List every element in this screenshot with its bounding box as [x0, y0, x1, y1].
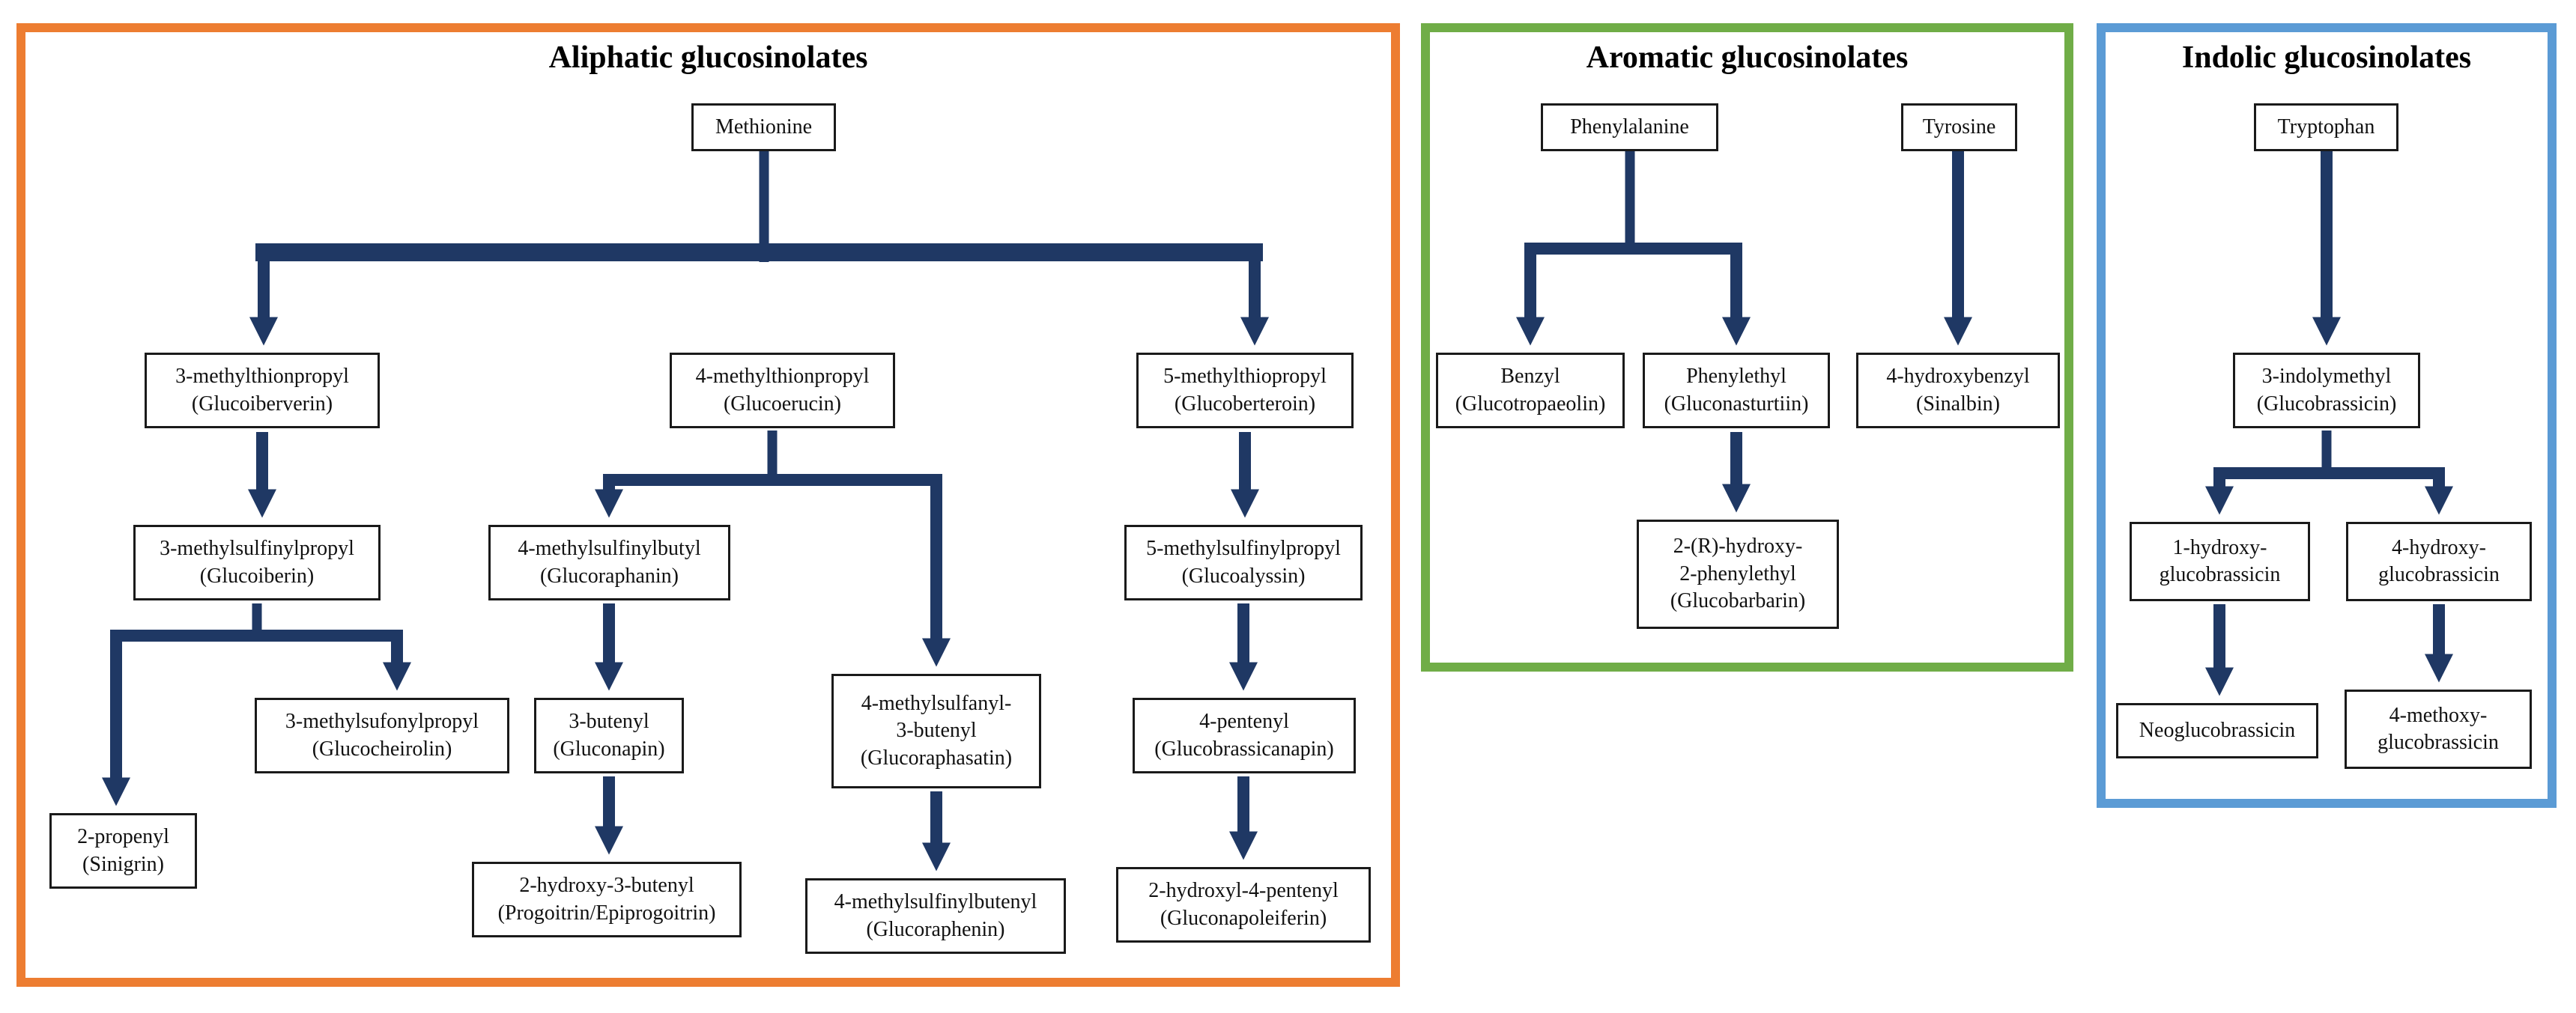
node-line: glucobrassicin [2378, 563, 2500, 586]
node-line: 5-methylthiopropyl [1163, 365, 1327, 389]
node-sinalbin: 4-hydroxybenzyl (Sinalbin) [1856, 353, 2060, 428]
node-tyrosine: Tyrosine [1901, 103, 2017, 151]
node-line: 3-methylsufonylpropyl [285, 710, 479, 734]
node-sinigrin: 2-propenyl (Sinigrin) [49, 813, 197, 889]
node-1-hydroxy-glucobrassicin: 1-hydroxy- glucobrassicin [2130, 522, 2310, 601]
node-gluconasturtiin: Phenylethyl (Gluconasturtiin) [1643, 353, 1830, 428]
node-4-hydroxy-glucobrassicin: 4-hydroxy- glucobrassicin [2346, 522, 2532, 601]
aromatic-connectors [1516, 151, 1972, 513]
node-phenylalanine: Phenylalanine [1541, 103, 1718, 151]
node-line: (Gluconasturtiin) [1664, 392, 1809, 416]
node-line: (Glucoalyssin) [1181, 564, 1306, 588]
node-glucoiberverin: 3-methylthionpropyl (Glucoiberverin) [145, 353, 380, 428]
node-line: (Gluconapoleiferin) [1160, 906, 1327, 930]
node-gluconapoleiferin: 2-hydroxyl-4-pentenyl (Gluconapoleiferin… [1116, 867, 1371, 943]
node-line: (Glucoberteroin) [1174, 392, 1316, 416]
node-line: 4-methylsulfinylbutyl [518, 537, 701, 561]
node-line: Phenylethyl [1686, 365, 1786, 389]
node-line: 2-hydroxyl-4-pentenyl [1148, 879, 1339, 903]
node-glucoberteroin: 5-methylthiopropyl (Glucoberteroin) [1136, 353, 1354, 428]
node-line: (Sinigrin) [82, 852, 164, 876]
node-line: 4-pentenyl [1199, 710, 1289, 734]
node-progoitrin: 2-hydroxy-3-butenyl (Progoitrin/Epiprogo… [472, 862, 742, 937]
node-glucocheirolin: 3-methylsufonylpropyl (Glucocheirolin) [255, 698, 509, 773]
node-line: glucobrassicin [2378, 731, 2499, 754]
node-glucoiberin: 3-methylsulfinylpropyl (Glucoiberin) [133, 525, 381, 600]
node-line: 3-butenyl [896, 719, 977, 743]
node-line: (Glucobrassicin) [2256, 392, 2397, 416]
node-glucotropaeolin: Benzyl (Glucotropaeolin) [1436, 353, 1625, 428]
node-glucoraphanin: 4-methylsulfinylbutyl (Glucoraphanin) [488, 525, 730, 600]
aromatic-panel: Aromatic glucosinolates [1421, 23, 2073, 672]
node-glucoalyssin: 5-methylsulfinylpropyl (Glucoalyssin) [1124, 525, 1363, 600]
aliphatic-panel: Aliphatic glucosinolates [16, 23, 1400, 987]
aliphatic-panel-title: Aliphatic glucosinolates [548, 40, 868, 75]
aliphatic-connectors [102, 151, 1269, 871]
node-line: 2-phenylethyl [1679, 562, 1796, 585]
node-line: Methionine [715, 115, 813, 139]
node-line: (Progoitrin/Epiprogoitrin) [497, 901, 716, 925]
node-gluconapin: 3-butenyl (Gluconapin) [534, 698, 684, 773]
indolic-connectors [2205, 151, 2453, 696]
node-line: Tyrosine [1922, 115, 1996, 139]
node-glucobarbarin: 2-(R)-hydroxy- 2-phenylethyl (Glucobarba… [1637, 520, 1839, 629]
node-line: Phenylalanine [1570, 115, 1689, 139]
node-line: 4-methylthionpropyl [695, 365, 870, 389]
node-line: 1-hydroxy- [2172, 535, 2267, 559]
aromatic-panel-title: Aromatic glucosinolates [1586, 40, 1909, 75]
node-line: 2-propenyl [77, 825, 169, 849]
node-line: (Glucoraphanin) [539, 564, 679, 588]
node-line: 4-methylsulfanyl- [861, 691, 1012, 715]
node-line: Tryptophan [2277, 115, 2375, 139]
node-line: (Glucoraphasatin) [860, 746, 1013, 770]
node-line: 3-butenyl [569, 710, 649, 734]
node-glucobrassicanapin: 4-pentenyl (Glucobrassicanapin) [1133, 698, 1356, 773]
node-line: 5-methylsulfinylpropyl [1146, 537, 1341, 561]
node-line: (Glucoerucin) [723, 392, 842, 416]
node-line: (Gluconapin) [553, 737, 665, 761]
node-line: (Glucotropaeolin) [1455, 392, 1606, 416]
node-glucobrassicin: 3-indolymethyl (Glucobrassicin) [2233, 353, 2420, 428]
node-line: glucobrassicin [2159, 563, 2281, 586]
node-methionine: Methionine [691, 103, 836, 151]
indolic-panel-title: Indolic glucosinolates [2181, 40, 2472, 75]
node-line: (Glucobrassicanapin) [1154, 737, 1334, 761]
node-line: (Sinalbin) [1916, 392, 2000, 416]
node-line: (Glucoraphenin) [866, 917, 1005, 941]
node-glucoraphasatin: 4-methylsulfanyl- 3-butenyl (Glucoraphas… [831, 674, 1041, 788]
node-line: 2-(R)-hydroxy- [1673, 535, 1803, 559]
node-neoglucobrassicin: Neoglucobrassicin [2116, 703, 2318, 758]
node-glucoraphenin: 4-methylsulfinylbutenyl (Glucoraphenin) [805, 878, 1066, 954]
node-line: 4-methylsulfinylbutenyl [834, 890, 1037, 914]
node-line: 4-hydroxybenzyl [1886, 365, 2030, 389]
node-line: 3-methylthionpropyl [175, 365, 349, 389]
node-4-methoxy-glucobrassicin: 4-methoxy- glucobrassicin [2345, 690, 2532, 769]
node-line: 3-indolymethyl [2261, 365, 2392, 389]
node-line: (Glucoiberin) [199, 564, 315, 588]
node-line: 3-methylsulfinylpropyl [160, 537, 354, 561]
node-line: 4-methoxy- [2389, 703, 2488, 727]
node-line: Neoglucobrassicin [2139, 718, 2296, 742]
node-tryptophan: Tryptophan [2254, 103, 2398, 151]
node-line: (Glucoiberverin) [191, 392, 333, 416]
node-line: (Glucobarbarin) [1670, 589, 1806, 613]
node-glucoerucin: 4-methylthionpropyl (Glucoerucin) [670, 353, 895, 428]
node-line: (Glucocheirolin) [312, 737, 452, 761]
node-line: 2-hydroxy-3-butenyl [519, 874, 694, 898]
indolic-panel: Indolic glucosinolates [2097, 23, 2557, 808]
node-line: Benzyl [1500, 365, 1560, 389]
node-line: 4-hydroxy- [2392, 535, 2486, 559]
